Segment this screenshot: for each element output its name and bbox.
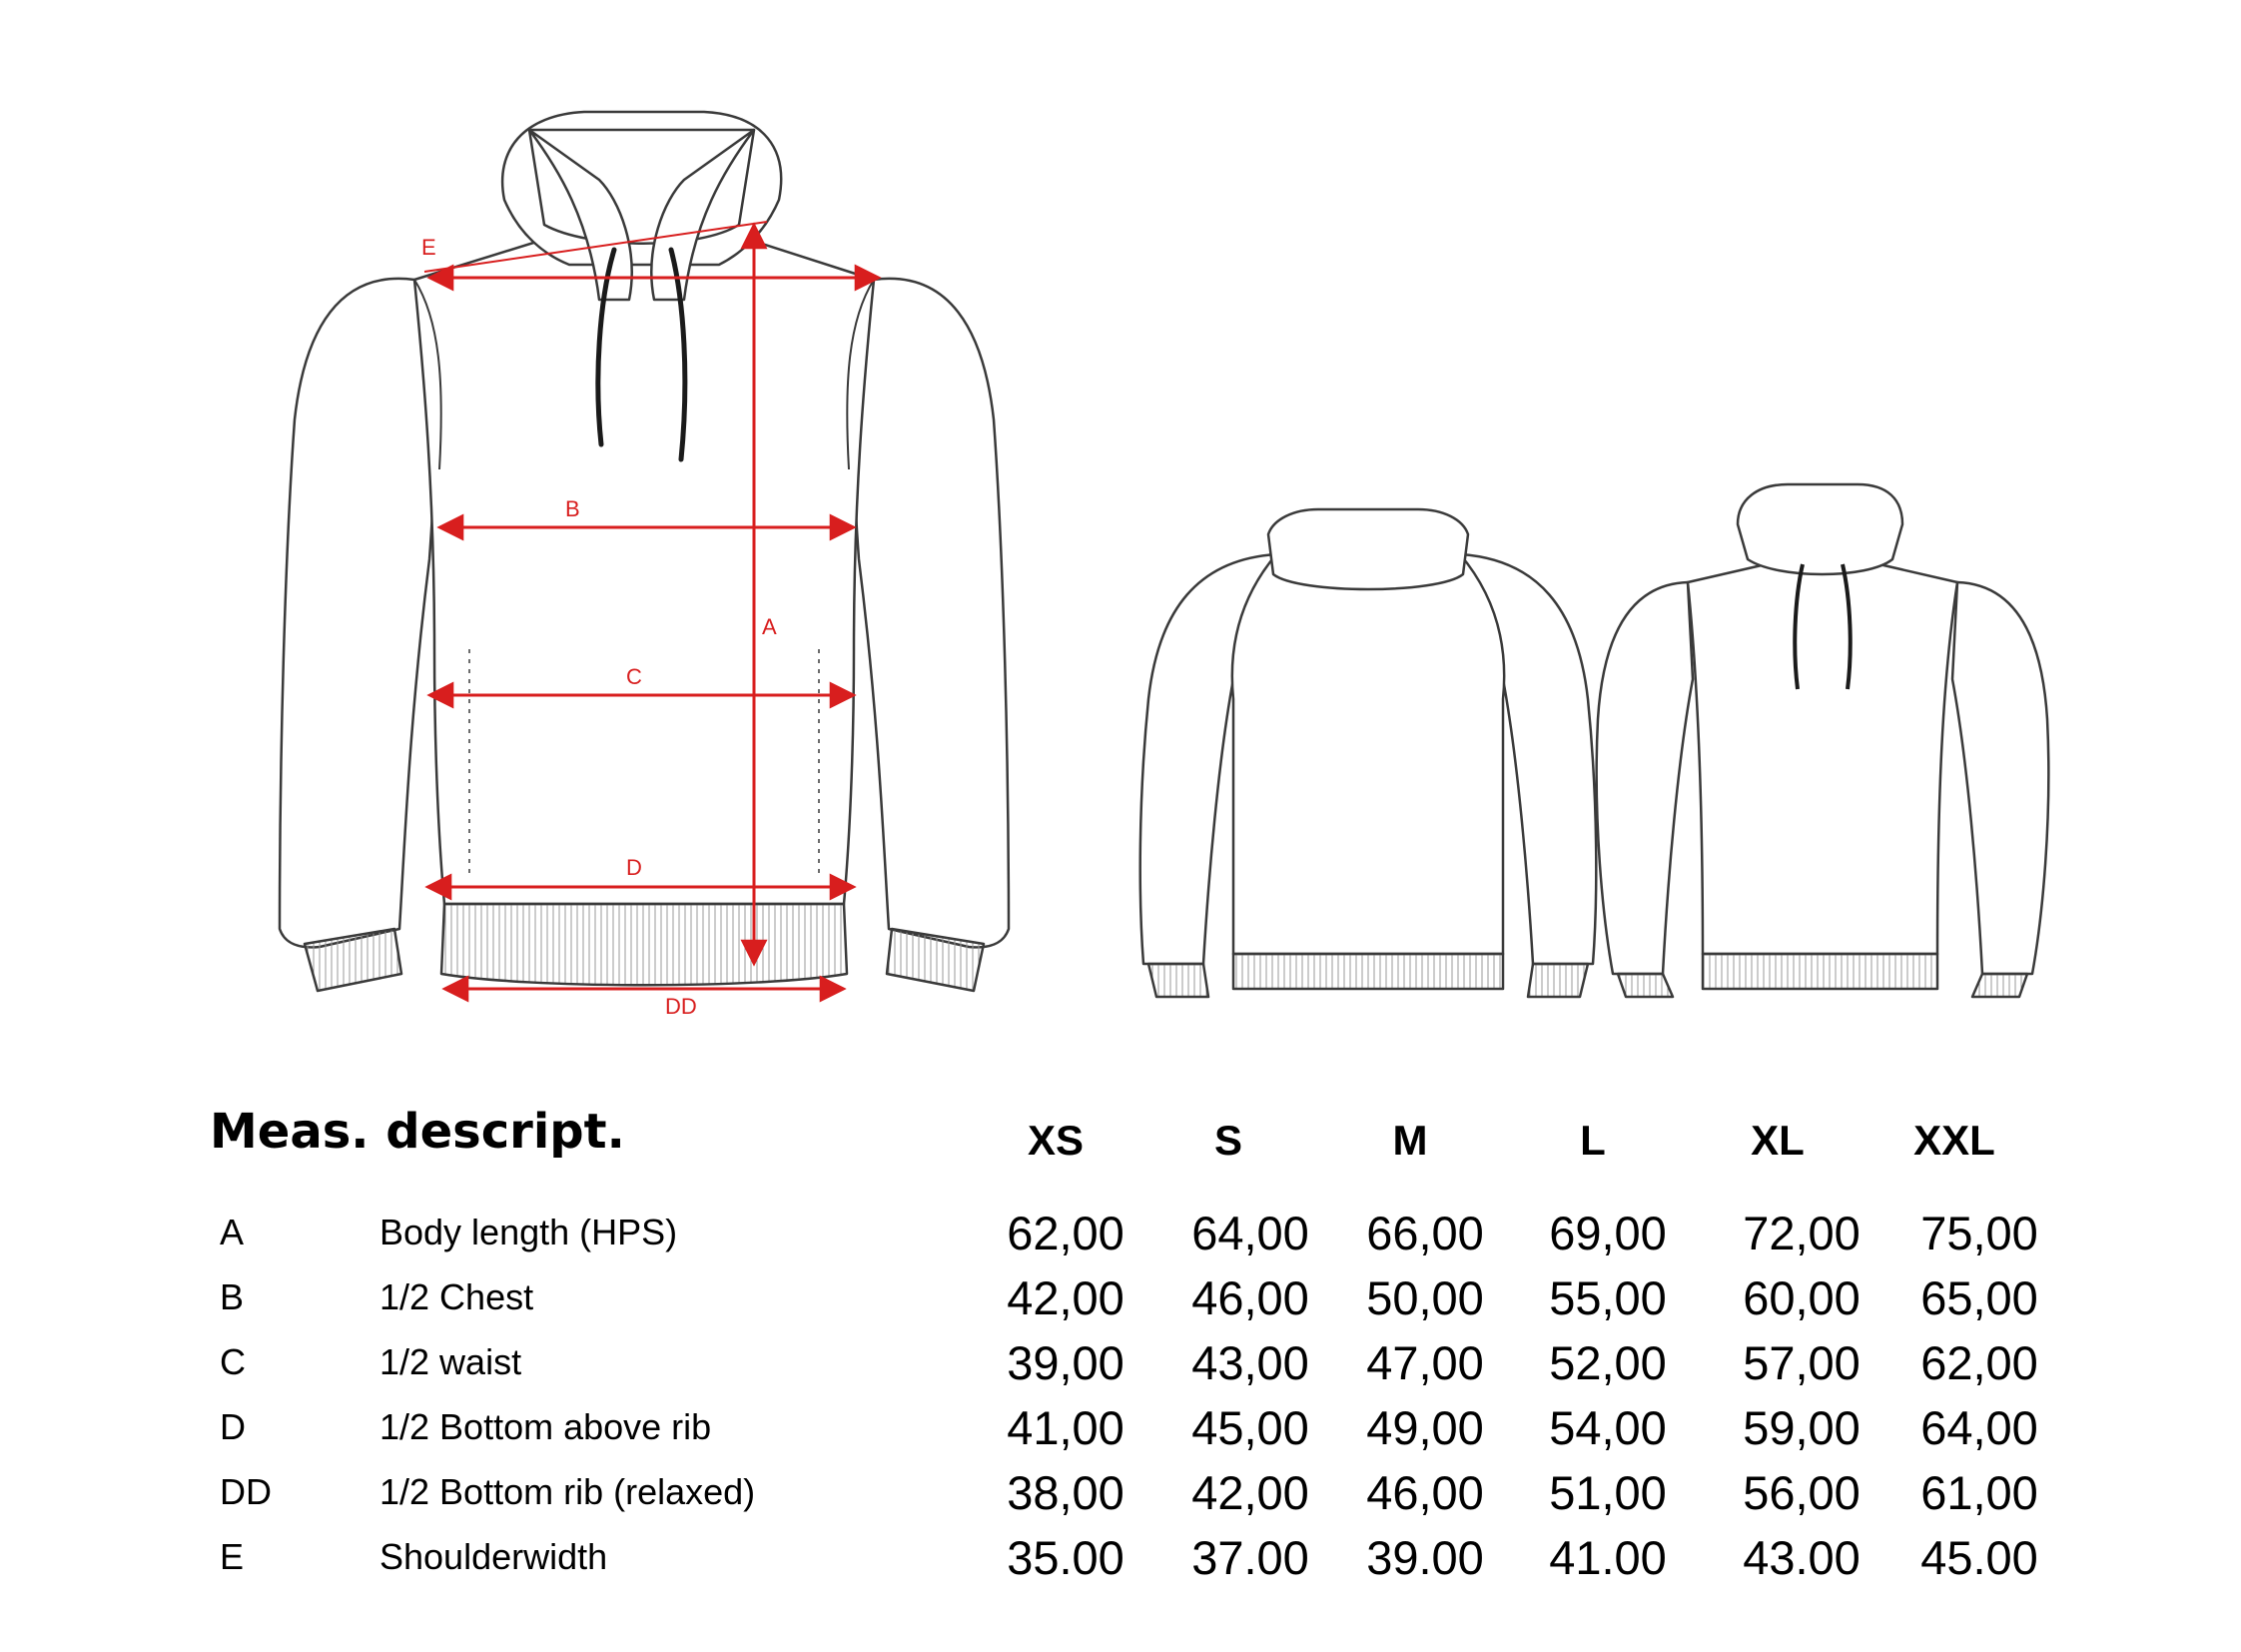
value-cell: 57,00 [1743,1336,1861,1389]
size-header-xxl: XXL [1913,1117,1995,1164]
back-body [1230,552,1506,956]
back-waistband [1231,952,1505,991]
value-cell: 62,00 [1920,1336,2038,1389]
value-cell: 69,00 [1549,1207,1667,1259]
small-right-cuff [1970,972,2029,999]
row-desc: Shoulderwidth [379,1536,608,1577]
value-cell: 50,00 [1366,1271,1484,1324]
value-cell: 41,00 [1007,1401,1124,1454]
left-cuff [303,927,403,993]
value-cell: 45.00 [1920,1531,2038,1584]
value-cell: 42,00 [1191,1466,1309,1519]
front-hoodie-large [278,110,1011,993]
value-cell: 52,00 [1549,1336,1667,1389]
row-code: DD [220,1471,272,1512]
value-cell: 51,00 [1549,1466,1667,1519]
value-cell: 47,00 [1366,1336,1484,1389]
dimension-labels: E B A C D DD [421,235,777,1019]
back-hoodie [1138,507,1598,999]
small-drawstrings [1793,563,1853,690]
value-cell: 55,00 [1549,1271,1667,1324]
back-right-sleeve [1458,552,1598,966]
row-code: E [220,1536,245,1577]
row-code: B [220,1276,245,1317]
label-dd: DD [665,994,697,1019]
value-cell: 56,00 [1743,1466,1861,1519]
value-cell: 72,00 [1743,1207,1861,1259]
row-desc: 1/2 waist [379,1341,522,1382]
label-d: D [626,855,642,880]
value-cell: 46,00 [1191,1271,1309,1324]
size-header-xl: XL [1751,1117,1805,1164]
size-header-l: L [1580,1117,1606,1164]
value-cell: 75,00 [1920,1207,2038,1259]
small-waistband [1701,952,1939,991]
value-cell: 64,00 [1191,1207,1309,1259]
value-cell: 41.00 [1549,1531,1667,1584]
right-cuff [885,927,986,993]
value-cell: 65,00 [1920,1271,2038,1324]
waistband [439,902,849,987]
value-cell: 43.00 [1743,1531,1861,1584]
small-body [1686,557,1959,956]
back-hood [1266,507,1470,591]
value-cell: 60,00 [1743,1271,1861,1324]
row-desc: 1/2 Bottom rib (relaxed) [379,1471,756,1512]
row-code: D [220,1406,246,1447]
small-right-sleeve [1950,580,2050,976]
size-header-s: S [1213,1117,1242,1164]
row-desc: Body length (HPS) [379,1212,678,1252]
row-desc: 1/2 Chest [379,1276,534,1317]
dim-e-lead [423,221,768,273]
small-left-sleeve [1595,580,1695,976]
value-cell: 42,00 [1007,1271,1124,1324]
size-header-xs: XS [1027,1117,1085,1164]
size-header-m: M [1392,1117,1428,1164]
body [412,233,876,906]
value-cell: 43,00 [1191,1336,1309,1389]
value-cell: 46,00 [1366,1466,1484,1519]
value-cell: 49,00 [1366,1401,1484,1454]
value-cell: 38,00 [1007,1466,1124,1519]
row-desc: 1/2 Bottom above rib [379,1406,712,1447]
dimension-lines [423,221,882,1003]
row-code: C [220,1341,246,1382]
value-cell: 39.00 [1366,1531,1484,1584]
left-sleeve [278,277,437,949]
value-cell: 35.00 [1007,1531,1124,1584]
back-left-sleeve [1138,552,1278,966]
back-left-cuff [1146,962,1210,999]
hood-opening [527,128,756,245]
label-c: C [626,664,642,689]
small-left-cuff [1616,972,1675,999]
front-hoodie-small [1595,482,2050,999]
row-code: A [220,1212,245,1252]
value-cell: 37.00 [1191,1531,1309,1584]
label-b: B [565,496,580,521]
label-a: A [762,614,777,639]
value-cell: 54,00 [1549,1401,1667,1454]
table-title: Meas. descript. [210,1104,625,1160]
small-hood [1736,482,1904,576]
value-cell: 45,00 [1191,1401,1309,1454]
value-cell: 59,00 [1743,1401,1861,1454]
value-cell: 61,00 [1920,1466,2038,1519]
right-sleeve [851,277,1011,949]
value-cell: 64,00 [1920,1401,2038,1454]
value-cell: 66,00 [1366,1207,1484,1259]
value-cell: 62,00 [1007,1207,1124,1259]
back-right-cuff [1526,962,1590,999]
value-cell: 39,00 [1007,1336,1124,1389]
label-e: E [421,235,436,260]
